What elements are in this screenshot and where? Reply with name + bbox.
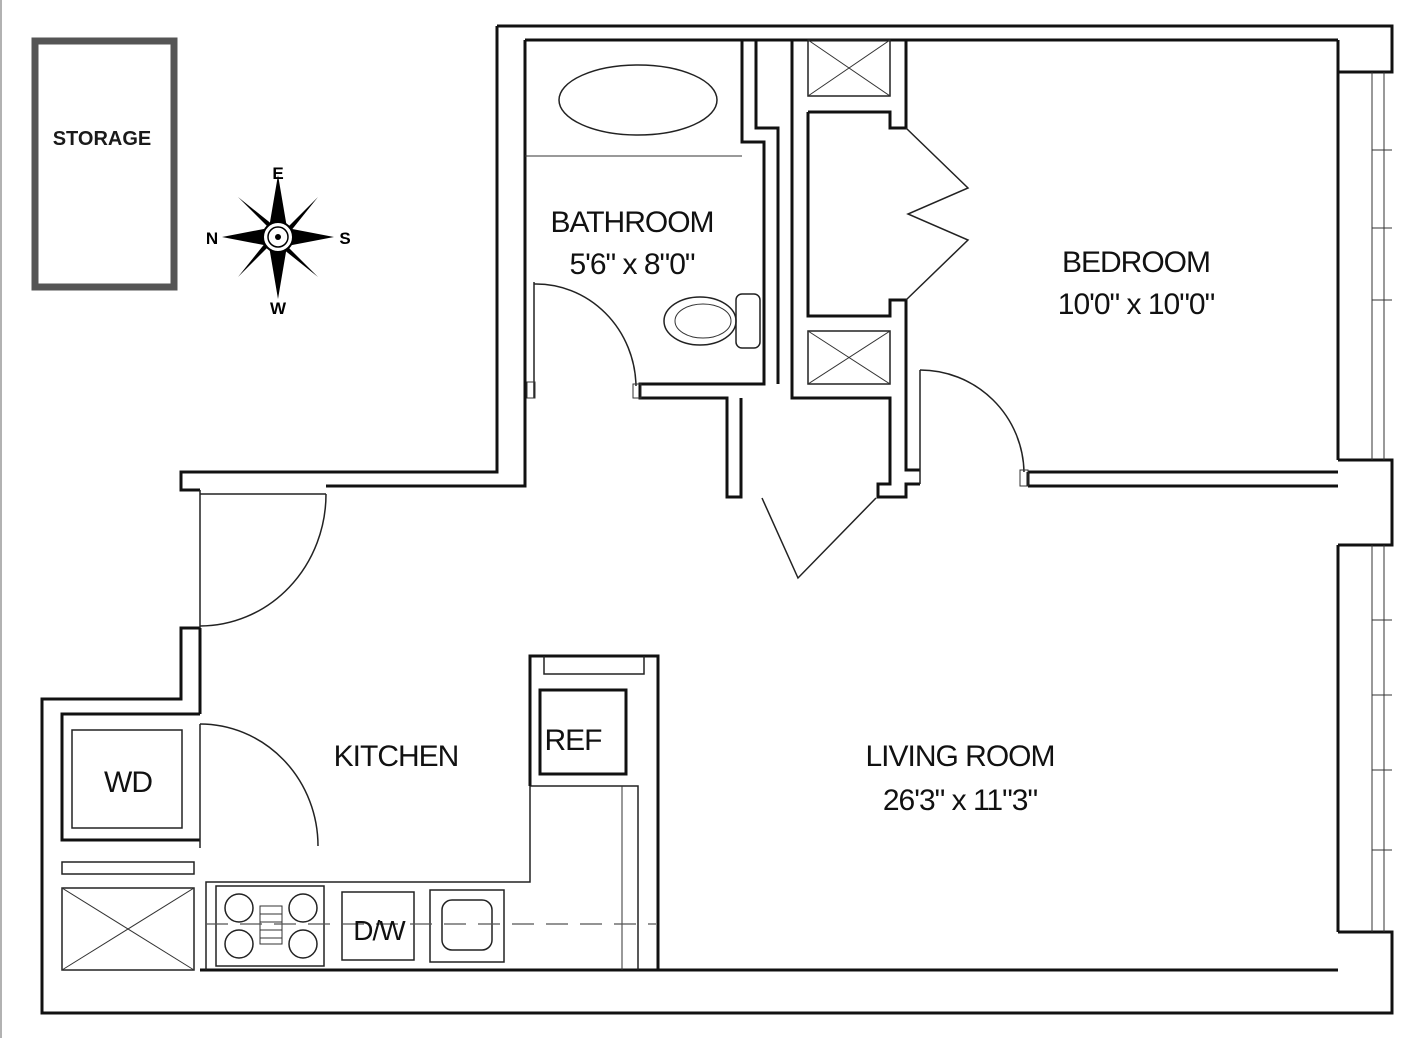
entry-door [199,490,327,628]
closet-walls [761,39,970,580]
stove-icon [215,885,325,967]
dw-label: D/W [353,915,406,946]
compass-north: N [206,229,218,248]
toilet-icon [663,293,761,349]
kitchen-name: KITCHEN [334,740,459,773]
living-room-name: LIVING ROOM [865,740,1054,773]
exterior-walls [40,24,1394,1015]
bedroom-name: BEDROOM [1062,246,1210,279]
bathroom-walls [525,40,780,499]
bathroom-size: 5'6" x 8"0" [569,248,694,281]
bathroom-name: BATHROOM [550,206,713,239]
storage-label: STORAGE [53,128,152,150]
living-room-size: 26'3" x 11"3" [883,784,1038,817]
compass-east: E [272,164,283,183]
ref-label: REF [545,724,603,757]
bedroom-size: 10'0" x 10"0" [1058,288,1215,321]
storage-box: STORAGE [31,37,178,291]
wd-label: WD [104,766,152,799]
sink-icon [429,889,505,963]
compass-rose: E N S W [206,164,351,318]
kitchen-fixtures [60,654,660,971]
bedroom-walls [919,369,1338,488]
compass-west: W [270,299,287,318]
compass-south: S [339,229,350,248]
